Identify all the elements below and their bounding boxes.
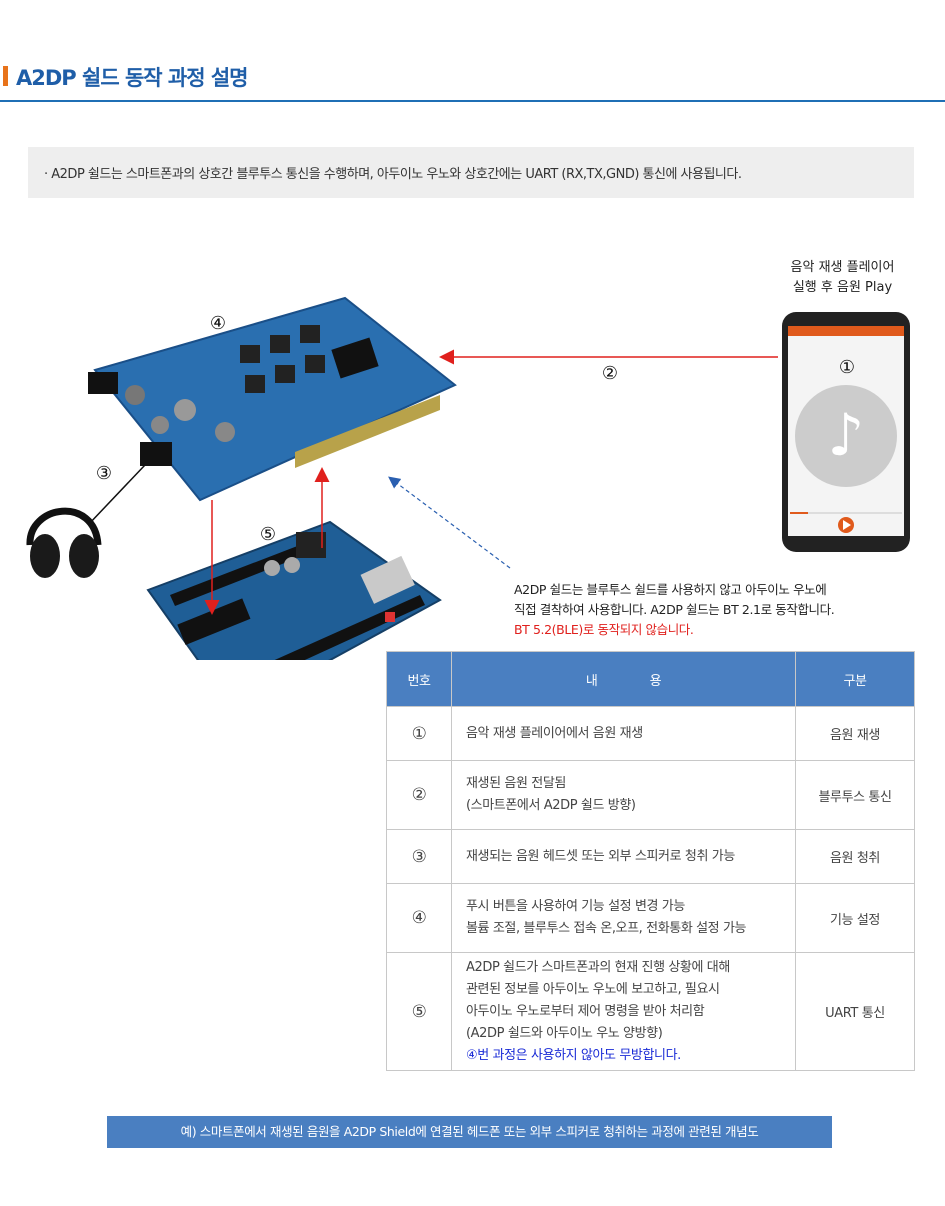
intro-box: · A2DP 쉴드는 스마트폰과의 상호간 블루투스 통신을 수행하며, 아두이…	[28, 147, 914, 198]
process-table: 번호 내 용 구분 ① 음악 재생 플레이어에서 음원 재생 음원 재생 ② 재…	[386, 651, 915, 1071]
table-row: ⑤ A2DP 쉴드가 스마트폰과의 현재 진행 상황에 대해 관련된 정보를 아…	[386, 952, 915, 1071]
note-warning: BT 5.2(BLE)로 동작되지 않습니다.	[514, 622, 694, 637]
table-row: ③ 재생되는 음원 헤드셋 또는 외부 스피커로 청취 가능 음원 청취	[386, 829, 915, 884]
figure-caption: 예) 스마트폰에서 재생된 음원을 A2DP Shield에 연결된 헤드폰 또…	[107, 1116, 832, 1148]
row-desc: 재생된 음원 전달됨 (스마트폰에서 A2DP 쉴드 방향)	[451, 760, 796, 830]
header-content: 내 용	[451, 651, 796, 707]
row-desc-note: ④번 과정은 사용하지 않아도 무방합니다.	[466, 1047, 681, 1063]
player-label-line1: 음악 재생 플레이어	[790, 260, 895, 275]
table-header-row: 번호 내 용 구분	[386, 651, 915, 707]
row-num: ④	[386, 883, 452, 953]
marker-3: ③	[96, 463, 112, 484]
shield-note: A2DP 쉴드는 블루투스 쉴드를 사용하지 않고 아두이노 우노에 직접 결착…	[514, 580, 835, 640]
row-num: ②	[386, 760, 452, 830]
row-desc-line: (A2DP 쉴드와 아두이노 우노 양방향)	[466, 1025, 663, 1041]
section-header: A2DP 쉴드 동작 과정 설명	[0, 60, 945, 102]
row-num: ③	[386, 829, 452, 884]
row-desc-line: 볼륨 조절, 블루투스 접속 온,오프, 전화통화 설정 가능	[466, 921, 747, 936]
row-desc-line: 재생되는 음원 헤드셋 또는 외부 스피커로 청취 가능	[466, 848, 735, 864]
note-line-2: 직접 결착하여 사용합니다. A2DP 쉴드는 BT 2.1로 동작합니다.	[514, 602, 835, 617]
note-line-1: A2DP 쉴드는 블루투스 쉴드를 사용하지 않고 아두이노 우노에	[514, 582, 827, 597]
player-label: 음악 재생 플레이어 실행 후 음원 Play	[770, 258, 915, 298]
row-category: UART 통신	[795, 952, 915, 1071]
marker-5: ⑤	[260, 524, 276, 545]
player-label-line2: 실행 후 음원 Play	[792, 280, 893, 295]
table-row: ① 음악 재생 플레이어에서 음원 재생 음원 재생	[386, 706, 915, 761]
row-desc: A2DP 쉴드가 스마트폰과의 현재 진행 상황에 대해 관련된 정보를 아두이…	[451, 952, 796, 1071]
row-category: 음원 재생	[795, 706, 915, 761]
a2dp-shield-image	[88, 296, 457, 502]
title-accent-bar	[3, 66, 8, 86]
table-row: ④ 푸시 버튼을 사용하여 기능 설정 변경 가능 볼륨 조절, 블루투스 접속…	[386, 883, 915, 953]
row-desc-line: 음악 재생 플레이어에서 음원 재생	[466, 725, 643, 741]
row-category: 기능 설정	[795, 883, 915, 953]
row-desc: 음악 재생 플레이어에서 음원 재생	[451, 706, 796, 761]
row-desc-line: A2DP 쉴드가 스마트폰과의 현재 진행 상황에 대해	[466, 959, 730, 975]
marker-4: ④	[210, 313, 226, 334]
row-num: ⑤	[386, 952, 452, 1071]
row-desc: 푸시 버튼을 사용하여 기능 설정 변경 가능 볼륨 조절, 블루투스 접속 온…	[451, 883, 796, 953]
smartphone-image: ♪	[782, 312, 910, 552]
arduino-uno-image	[146, 520, 442, 660]
concept-diagram: ♪ ① ② ③ ④ ⑤	[26, 296, 910, 660]
row-desc-line: 아두이노 우노로부터 제어 명령을 받아 처리함	[466, 1003, 705, 1019]
row-desc-line: (스마트폰에서 A2DP 쉴드 방향)	[466, 798, 636, 813]
marker-2: ②	[602, 363, 618, 384]
headphone-cable	[87, 464, 146, 526]
header-num: 번호	[386, 651, 452, 707]
row-desc: 재생되는 음원 헤드셋 또는 외부 스피커로 청취 가능	[451, 829, 796, 884]
headphones-image	[26, 507, 102, 578]
row-desc-line: 푸시 버튼을 사용하여 기능 설정 변경 가능	[466, 899, 685, 914]
row-desc-line: 관련된 정보를 아두이노 우노에 보고하고, 필요시	[466, 981, 720, 997]
intro-text: · A2DP 쉴드는 스마트폰과의 상호간 블루투스 통신을 수행하며, 아두이…	[44, 167, 742, 182]
row-category: 음원 청취	[795, 829, 915, 884]
svg-text:♪: ♪	[827, 401, 864, 469]
row-num: ①	[386, 706, 452, 761]
row-desc-line: 재생된 음원 전달됨	[466, 776, 566, 791]
note-pointer	[388, 476, 511, 569]
table-row: ② 재생된 음원 전달됨 (스마트폰에서 A2DP 쉴드 방향) 블루투스 통신	[386, 760, 915, 830]
marker-1: ①	[839, 357, 855, 378]
header-category: 구분	[795, 651, 915, 707]
page-title: A2DP 쉴드 동작 과정 설명	[16, 66, 248, 90]
row-category: 블루투스 통신	[795, 760, 915, 830]
